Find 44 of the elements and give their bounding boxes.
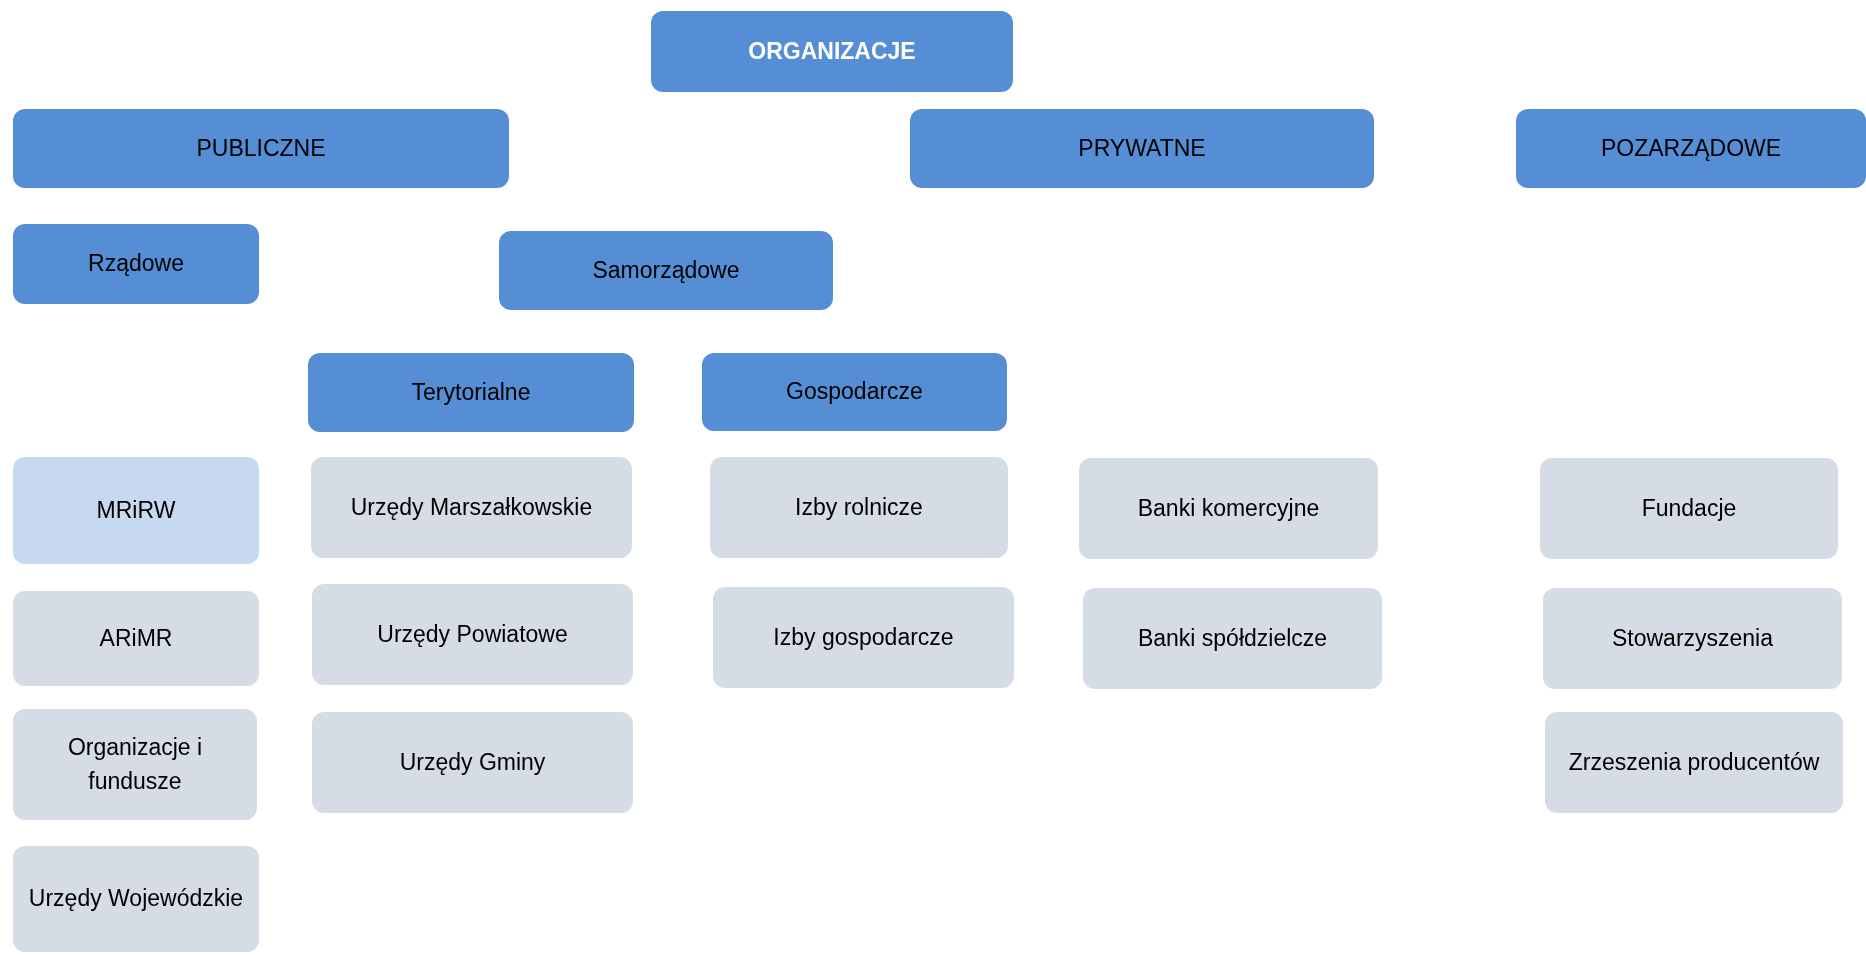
item-box xyxy=(13,846,259,952)
box-label: Organizacje i fundusze xyxy=(66,733,204,796)
item-box xyxy=(1083,588,1382,689)
item-box xyxy=(312,712,633,813)
item-box xyxy=(1079,458,1378,559)
box-label: Izby gospodarcze xyxy=(773,622,954,652)
item-box xyxy=(311,457,632,558)
category-box xyxy=(13,224,259,304)
box-label: Urzędy Marszałkowskie xyxy=(350,492,593,522)
category-box xyxy=(651,11,1013,92)
box-label: Banki spółdzielcze xyxy=(1137,623,1328,653)
category-box xyxy=(499,231,833,310)
box-label: Terytorialne xyxy=(411,377,531,407)
box-label: ARiMR xyxy=(99,623,173,653)
box-label: Urzędy Gminy xyxy=(399,747,546,777)
box-label: Gospodarcze xyxy=(786,377,923,407)
item-box xyxy=(312,584,633,685)
box-label: ORGANIZACJE xyxy=(748,36,916,66)
box-label: Rządowe xyxy=(88,249,184,279)
box-label: Stowarzyszenia xyxy=(1611,623,1774,653)
item-box xyxy=(13,709,257,820)
box-label: Fundacje xyxy=(1641,493,1737,523)
category-box xyxy=(13,109,509,188)
box-label: Zrzeszenia producentów xyxy=(1568,747,1820,777)
item-box xyxy=(713,587,1014,688)
box-label: Samorządowe xyxy=(592,255,740,285)
box-label: Banki komercyjne xyxy=(1137,493,1320,523)
box-label: Izby rolnicze xyxy=(795,492,923,522)
box-label: POZARZĄDOWE xyxy=(1600,133,1782,163)
item-box xyxy=(1545,712,1843,813)
item-box xyxy=(1543,588,1842,689)
category-box xyxy=(308,353,634,432)
item-box xyxy=(710,457,1008,558)
box-label: MRiRW xyxy=(96,495,176,525)
category-box xyxy=(13,457,259,564)
box-label: PUBLICZNE xyxy=(196,133,326,163)
box-label: Urzędy Wojewódzkie xyxy=(28,884,244,914)
item-box xyxy=(13,591,259,686)
category-box xyxy=(910,109,1374,188)
item-box xyxy=(1540,458,1838,559)
box-label: PRYWATNE xyxy=(1078,133,1206,163)
category-box xyxy=(1516,109,1866,188)
box-label: Urzędy Powiatowe xyxy=(377,619,568,649)
category-box xyxy=(702,353,1007,431)
